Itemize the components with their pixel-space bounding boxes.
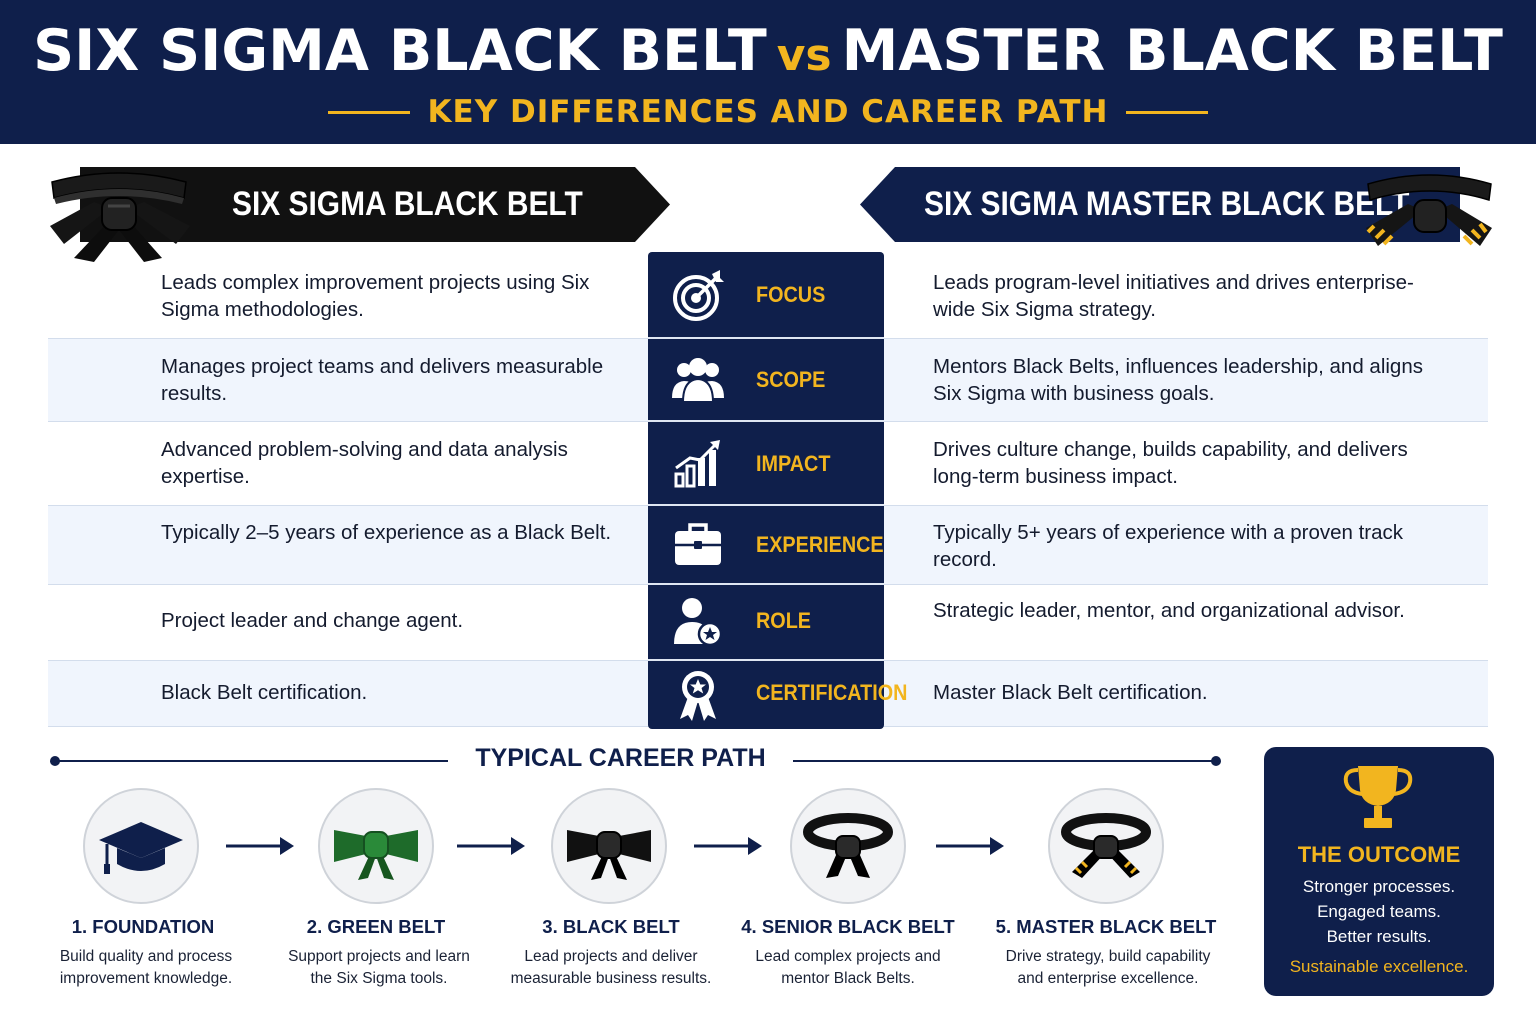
black-belt-scope: Manages project teams and delivers measu… xyxy=(161,355,604,405)
step-master-black-belt-title: 5. MASTER BLACK BELT xyxy=(995,916,1217,937)
career-path-title: TYPICAL CAREER PATH xyxy=(475,744,766,772)
black-belt-icon xyxy=(50,172,190,262)
team-icon xyxy=(672,358,724,403)
master-black-belt-icon xyxy=(1366,174,1492,246)
black-belt-role: Project leader and change agent. xyxy=(161,609,464,632)
career-path-line-right xyxy=(793,760,1215,762)
step-master-black-belt-desc: Drive strategy, build capability and ente… xyxy=(978,946,1238,990)
person-star-icon xyxy=(674,598,723,647)
step-master-black-belt-desc-line2: and enterprise excellence. xyxy=(1017,970,1199,987)
page-subtitle: KEY DIFFERENCES AND CAREER PATH xyxy=(427,94,1109,130)
criterion-experience: EXPERIENCE xyxy=(756,532,884,557)
master-black-belt-focus: Leads program-level initiatives and driv… xyxy=(933,271,1414,321)
step-foundation-desc: Build quality and process improvement kno… xyxy=(16,946,276,990)
master-black-belt-banner: SIX SIGMA MASTER BLACK BELT xyxy=(860,167,1460,242)
criteria-divider xyxy=(648,504,884,506)
black-belt-icon xyxy=(567,830,651,880)
subtitle-rule-right xyxy=(1126,110,1209,114)
criterion-impact: IMPACT xyxy=(756,451,831,476)
briefcase-icon xyxy=(675,523,721,565)
step-green-belt-title: 2. GREEN BELT xyxy=(306,916,446,937)
outcome-line-1: Stronger processes. xyxy=(1302,877,1456,896)
green-belt-icon xyxy=(334,830,418,880)
criteria-divider xyxy=(648,420,884,422)
outcome-title: THE OUTCOME xyxy=(1297,842,1461,867)
master-black-belt-impact: Drives culture change, builds capability… xyxy=(933,438,1408,488)
criterion-certification: CERTIFICATION xyxy=(756,680,908,705)
black-belt-experience: Typically 2–5 years of experience as a B… xyxy=(161,521,612,544)
title-vs: vs xyxy=(776,30,832,81)
step-green-belt-circle xyxy=(318,788,434,904)
outcome-final: Sustainable excellence. xyxy=(1289,957,1469,976)
career-path-line-left xyxy=(55,760,448,762)
master-black-belt-banner-label: SIX SIGMA MASTER BLACK BELT xyxy=(924,185,1410,223)
arrow-right-icon xyxy=(936,837,1004,855)
step-foundation-desc-line2: improvement knowledge. xyxy=(59,970,233,987)
master-black-belt-experience: Typically 5+ years of experience with a … xyxy=(933,521,1404,571)
step-master-black-belt-desc-line1: Drive strategy, build capability xyxy=(1005,948,1211,965)
step-black-belt-circle xyxy=(551,788,667,904)
criteria-divider xyxy=(648,337,884,339)
subtitle-rule-left xyxy=(327,110,410,114)
step-black-belt-title: 3. BLACK BELT xyxy=(542,916,680,937)
criterion-role: ROLE xyxy=(756,608,812,633)
step-senior-black-belt-desc-line2: mentor Black Belts. xyxy=(781,970,915,987)
target-icon xyxy=(673,270,724,321)
criterion-focus: FOCUS xyxy=(756,282,826,307)
criteria-column xyxy=(648,252,884,729)
black-belt-focus: Leads complex improvement projects using… xyxy=(161,271,590,321)
step-senior-black-belt-desc-line1: Lead complex projects and xyxy=(755,948,941,965)
step-green-belt-desc-line2: the Six Sigma tools. xyxy=(310,970,448,987)
step-senior-black-belt-circle xyxy=(790,788,906,904)
step-black-belt-desc-line1: Lead projects and deliver xyxy=(524,948,698,965)
title-black-belt: SIX SIGMA BLACK BELT xyxy=(33,18,767,84)
black-belt-banner-label: SIX SIGMA BLACK BELT xyxy=(232,185,583,223)
outcome-line-3: Better results. xyxy=(1326,927,1432,946)
master-black-belt-role: Strategic leader, mentor, and organizati… xyxy=(933,599,1405,622)
master-belt-icon xyxy=(1061,813,1151,878)
growth-chart-icon xyxy=(674,440,720,488)
step-master-black-belt-circle xyxy=(1048,788,1164,904)
criteria-divider xyxy=(648,659,884,661)
step-black-belt-desc-line2: measurable business results. xyxy=(510,970,712,987)
step-black-belt-desc: Lead projects and deliver measurable busi… xyxy=(481,946,741,990)
black-belt-impact: Advanced problem-solving and data analys… xyxy=(161,438,568,488)
arrow-right-icon xyxy=(457,837,525,855)
career-path-dot-right xyxy=(1211,756,1221,766)
award-ribbon-icon xyxy=(680,671,716,721)
graduation-cap-icon xyxy=(99,822,183,874)
arrow-right-icon xyxy=(226,837,294,855)
black-belt-loop-icon xyxy=(803,813,893,878)
step-senior-black-belt-desc: Lead complex projects and mentor Black Be… xyxy=(718,946,978,990)
step-foundation-circle xyxy=(83,788,199,904)
subtitle-row: KEY DIFFERENCES AND CAREER PATH xyxy=(0,92,1536,132)
criteria-divider xyxy=(648,583,884,585)
outcome-line-2: Engaged teams. xyxy=(1317,902,1441,921)
criterion-scope: SCOPE xyxy=(756,367,826,392)
title-master-black-belt: MASTER BLACK BELT xyxy=(841,18,1503,84)
step-green-belt-desc-line1: Support projects and learn xyxy=(288,948,470,965)
step-foundation-desc-line1: Build quality and process xyxy=(59,948,233,965)
arrow-right-icon xyxy=(694,837,762,855)
step-foundation-title: 1. FOUNDATION xyxy=(71,916,215,937)
master-black-belt-scope: Mentors Black Belts, influences leadersh… xyxy=(933,355,1423,405)
trophy-icon xyxy=(1343,766,1413,828)
master-black-belt-certification: Master Black Belt certification. xyxy=(933,681,1208,704)
step-senior-black-belt-title: 4. SENIOR BLACK BELT xyxy=(741,916,955,937)
black-belt-certification: Black Belt certification. xyxy=(161,681,368,704)
step-green-belt-desc: Support projects and learn the Six Sigma … xyxy=(249,946,509,990)
